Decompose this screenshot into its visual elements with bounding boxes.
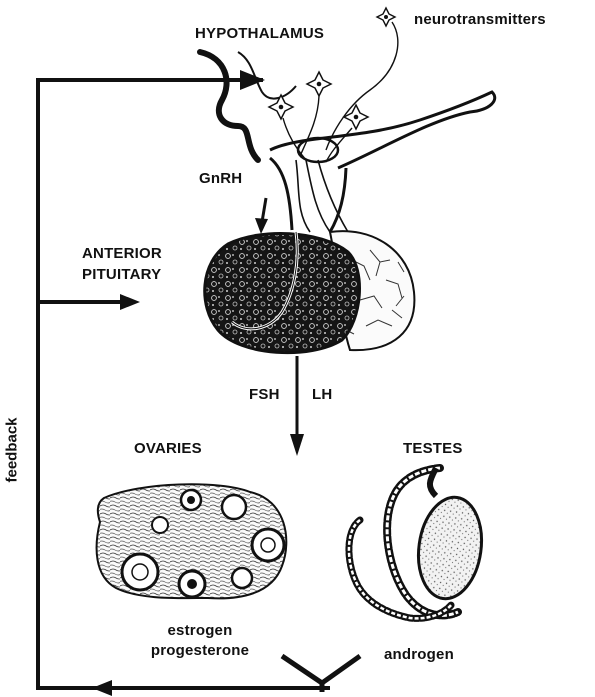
gnrh-label: GnRH — [199, 170, 242, 187]
androgen-label: androgen — [384, 646, 454, 663]
fsh-label: FSH — [249, 386, 280, 403]
lh-label: LH — [312, 386, 332, 403]
gnrh-arrow — [255, 198, 268, 234]
feedback-label: feedback — [2, 395, 22, 505]
ovary-drawing — [97, 484, 287, 598]
feedback-label-text: feedback — [4, 417, 21, 482]
neurotransmitters-label: neurotransmitters — [414, 11, 546, 28]
anterior-pituitary-label-line2: PITUITARY — [82, 266, 161, 283]
feedback-arrow-pituitary — [120, 294, 140, 310]
ovaries-label: OVARIES — [134, 440, 202, 457]
feedback-arrow-bottom — [92, 680, 112, 696]
testis-body — [412, 493, 488, 603]
hypothalamus-label: HYPOTHALAMUS — [195, 25, 324, 42]
feedback-arrow-hypothalamus — [240, 70, 265, 90]
pituitary-gland — [205, 231, 415, 353]
testes-label: TESTES — [403, 440, 463, 457]
anterior-pituitary-label-line1: ANTERIOR — [82, 245, 162, 262]
feedback-loop — [38, 70, 330, 696]
fsh-lh-arrow — [290, 356, 304, 456]
testis-drawing — [349, 468, 488, 618]
anterior-pituitary-lobe — [205, 234, 360, 353]
progesterone-label: progesterone — [130, 642, 270, 659]
estrogen-label: estrogen — [130, 622, 270, 639]
